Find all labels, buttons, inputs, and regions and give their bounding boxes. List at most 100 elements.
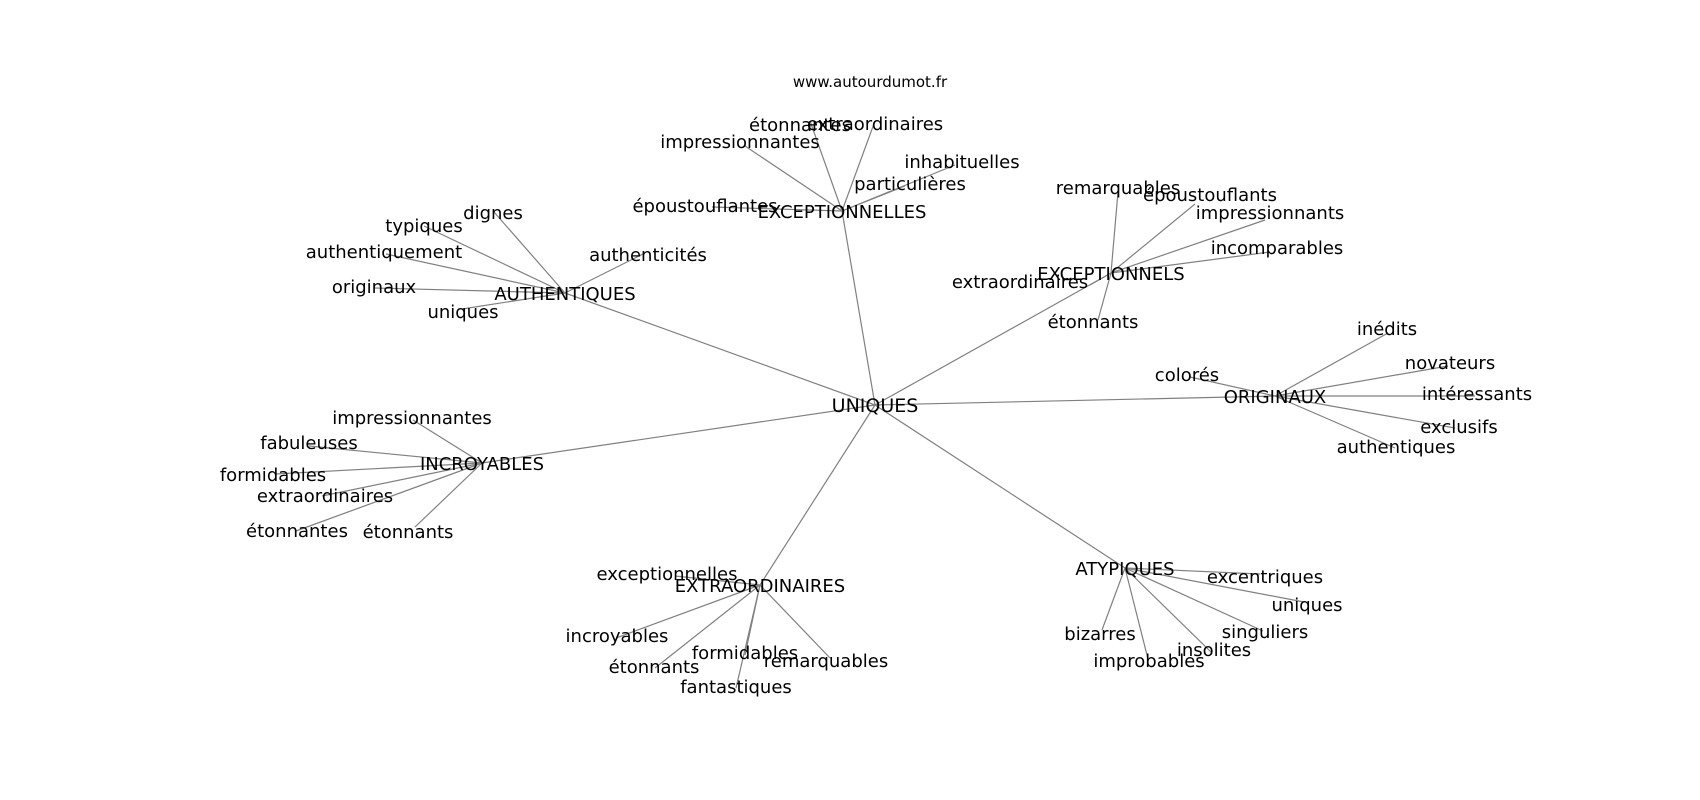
edge-center-exceptionnels [874,272,1112,406]
node-leaf-atypiques-2: singuliers [1222,622,1308,643]
node-leaf-incroyables-2: formidables [220,465,326,486]
node-hub-atypiques: ATYPIQUES [1075,559,1174,580]
edge-originaux-2 [1189,376,1276,397]
node-leaf-incroyables-4: étonnantes [246,521,348,542]
node-leaf-atypiques-3: bizarres [1064,624,1135,645]
node-leaf-exceptionnels-3: incomparables [1211,238,1344,259]
edge-exceptionnelles-1 [841,120,876,212]
edge-exceptionnels-0 [1110,191,1119,274]
node-leaf-originaux-0: inédits [1357,319,1417,340]
edge-center-extraordinaires [759,404,876,586]
node-leaf-originaux-4: exclusifs [1420,417,1498,438]
node-leaf-exceptionnelles-1: extraordinaires [807,114,943,135]
edge-atypiques-5 [1124,567,1149,660]
edge-exceptionnels-4 [1089,272,1112,286]
node-leaf-authentiques-3: authenticités [589,245,707,266]
node-leaf-exceptionnels-1: époustouflants [1143,185,1277,206]
edge-atypiques-3 [1101,567,1126,631]
edge-atypiques-0 [1124,567,1261,575]
node-leaf-originaux-5: authentiques [1337,437,1456,458]
node-leaf-atypiques-1: uniques [1271,595,1342,616]
edge-incroyables-5 [414,462,483,528]
edges-layer [274,120,1475,689]
node-leaf-originaux-2: colorés [1155,365,1219,386]
node-leaf-exceptionnelles-5: époustouflantes [632,196,777,217]
edge-exceptionnelles-0 [809,120,843,212]
edge-center-authentiques [564,292,876,406]
node-leaf-originaux-3: intéressants [1422,384,1532,405]
node-leaf-exceptionnels-4: extraordinaires [952,272,1088,293]
edge-center-originaux [874,395,1276,406]
node-leaf-authentiques-1: typiques [385,216,462,237]
node-hub-exceptionnels: EXCEPTIONNELS [1037,264,1184,285]
edge-extraordinaires-0 [674,575,761,586]
node-hub-extraordinaires: EXTRAORDINAIRES [675,576,845,597]
node-leaf-authentiques-2: authentiquement [306,242,462,263]
edge-exceptionnels-3 [1110,251,1271,274]
node-leaf-extraordinaires-0: exceptionnelles [597,564,738,585]
edge-exceptionnels-5 [1097,272,1112,321]
edge-center-atypiques [874,404,1126,569]
edge-incroyables-3 [321,462,483,497]
node-leaf-atypiques-0: excentriques [1207,567,1323,588]
edge-authentiques-2 [385,253,566,294]
node-hub-exceptionnelles: EXCEPTIONNELLES [758,202,927,223]
node-leaf-authentiques-0: dignes [463,203,523,224]
node-leaf-exceptionnels-5: étonnants [1048,312,1139,333]
node-center: UNIQUES [832,395,919,417]
node-leaf-exceptionnelles-2: impressionnantes [660,132,820,153]
edge-atypiques-1 [1124,567,1305,603]
edge-authentiques-0 [493,211,566,294]
edge-originaux-4 [1274,395,1456,429]
node-leaf-exceptionnelles-3: inhabituelles [904,152,1019,173]
node-leaf-extraordinaires-5: fantastiques [680,677,792,698]
node-leaf-extraordinaires-2: étonnants [609,657,700,678]
node-leaf-atypiques-4: insolites [1177,640,1251,661]
node-leaf-incroyables-5: étonnants [363,522,454,543]
edge-extraordinaires-1 [615,584,761,639]
edge-authentiques-4 [373,287,566,294]
edge-exceptionnels-1 [1110,203,1196,274]
edge-center-exceptionnelles [841,210,876,406]
edge-center-incroyables [481,404,876,464]
edge-incroyables-1 [308,445,483,464]
edge-authentiques-1 [423,225,566,294]
edge-originaux-1 [1274,365,1449,397]
node-leaf-incroyables-1: fabuleuses [260,433,358,454]
node-leaf-incroyables-3: extraordinaires [257,486,393,507]
edge-incroyables-2 [274,462,483,475]
edge-exceptionnelles-4 [841,185,906,212]
edge-incroyables-4 [295,462,483,532]
source-caption: www.autourdumot.fr [793,73,948,91]
node-leaf-incroyables-0: impressionnantes [332,408,492,429]
node-leaf-exceptionnelles-0: étonnantes [749,115,851,136]
edge-incroyables-0 [412,419,483,464]
edge-exceptionnelles-5 [711,206,843,212]
edge-extraordinaires-4 [759,584,831,659]
labels-layer: www.autourdumot.fr UNIQUES EXCEPTIONNELL… [220,73,1532,698]
edge-atypiques-2 [1124,567,1264,632]
node-leaf-authentiques-4: originaux [332,277,417,298]
edge-atypiques-4 [1124,567,1212,653]
edge-authentiques-5 [461,292,566,310]
node-hub-incroyables: INCROYABLES [420,454,544,475]
edge-extraordinaires-2 [654,584,761,669]
node-leaf-atypiques-5: improbables [1093,651,1204,672]
node-leaf-extraordinaires-3: formidables [692,643,798,664]
node-leaf-exceptionnelles-4: particulières [854,174,966,195]
node-leaf-originaux-1: novateurs [1405,353,1495,374]
edge-originaux-5 [1274,395,1396,449]
node-leaf-extraordinaires-1: incroyables [566,626,669,647]
node-hub-authentiques: AUTHENTIQUES [494,284,635,305]
edge-authentiques-3 [564,252,646,294]
node-leaf-exceptionnels-2: impressionnants [1196,203,1345,224]
edge-exceptionnelles-2 [744,145,843,212]
node-hub-originaux: ORIGINAUX [1224,387,1327,408]
node-leaf-authentiques-5: uniques [427,302,498,323]
edge-extraordinaires-5 [735,584,761,689]
edge-originaux-0 [1274,332,1389,397]
edge-exceptionnels-2 [1110,219,1266,274]
node-leaf-extraordinaires-4: remarquables [764,651,888,672]
node-leaf-exceptionnels-0: remarquables [1056,178,1180,199]
